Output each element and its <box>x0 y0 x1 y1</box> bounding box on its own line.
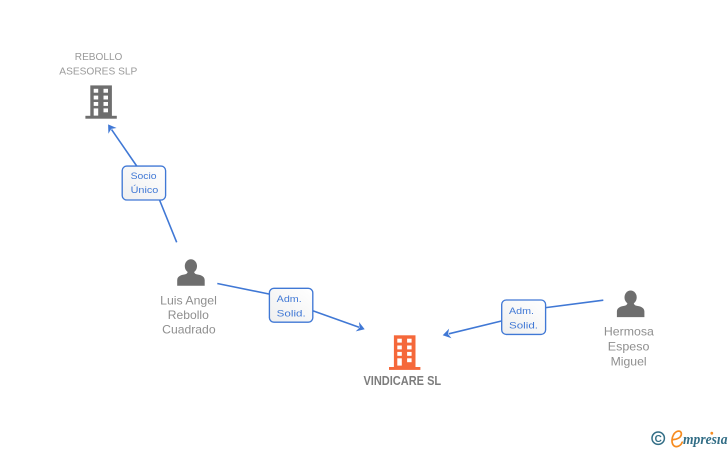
svg-text:Espeso: Espeso <box>608 340 650 354</box>
svg-text:REBOLLO: REBOLLO <box>75 51 123 63</box>
svg-text:VINDICARE SL: VINDICARE SL <box>363 374 441 388</box>
svg-text:Solid.: Solid. <box>509 319 538 330</box>
svg-text:Luis Angel: Luis Angel <box>160 294 217 308</box>
svg-text:ASESORES SLP: ASESORES SLP <box>59 65 137 77</box>
svg-text:Socio: Socio <box>131 170 157 181</box>
svg-text:Hermosa: Hermosa <box>604 325 654 339</box>
svg-text:Único: Único <box>131 184 159 195</box>
svg-text:Adm.: Adm. <box>509 305 534 316</box>
svg-text:C: C <box>655 434 662 445</box>
svg-text:Rebollo: Rebollo <box>168 308 209 322</box>
svg-text:Cuadrado: Cuadrado <box>162 322 216 336</box>
svg-text:Miguel: Miguel <box>611 355 647 369</box>
svg-text:Solid.: Solid. <box>277 308 306 319</box>
svg-text:Adm.: Adm. <box>277 293 302 304</box>
svg-text:mpresıa: mpresıa <box>683 432 728 448</box>
